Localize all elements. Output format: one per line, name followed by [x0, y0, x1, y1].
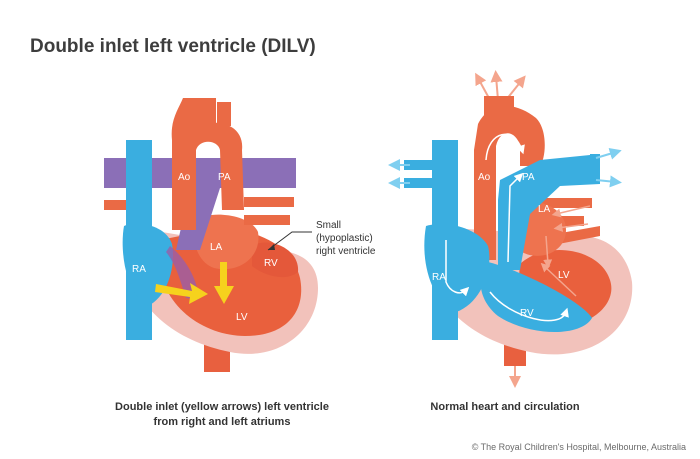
- label-rv-normal: RV: [520, 308, 534, 319]
- dilv-heart: Ao PA LA RA RV LV: [104, 98, 319, 372]
- label-lv: LV: [236, 312, 248, 323]
- callout-line: [267, 231, 312, 251]
- label-ra-normal: RA: [432, 272, 446, 283]
- callout-line-2: (hypoplastic): [316, 233, 373, 244]
- small-right-ventricle: [252, 242, 299, 278]
- label-rv: RV: [264, 258, 278, 269]
- caption-dilv-line-2: from right and left atriums: [153, 416, 291, 428]
- pa-normal: [498, 154, 600, 270]
- label-la-normal: LA: [538, 204, 551, 215]
- label-ra: RA: [132, 264, 146, 275]
- label-pa: PA: [218, 172, 231, 183]
- normal-heart: Ao PA LA RA RV LV: [388, 70, 633, 388]
- caption-dilv-line-1: Double inlet (yellow arrows) left ventri…: [115, 401, 329, 413]
- caption-normal: Normal heart and circulation: [430, 401, 580, 413]
- left-atrium: [193, 214, 259, 270]
- callout-line-3: right ventricle: [316, 246, 376, 257]
- caption-dilv: Double inlet (yellow arrows) left ventri…: [72, 400, 372, 430]
- aorta: [171, 98, 244, 230]
- label-ao: Ao: [178, 172, 191, 183]
- label-lv-normal: LV: [558, 270, 570, 281]
- ra-normal: [424, 224, 490, 312]
- page-title: Double inlet left ventricle (DILV): [30, 36, 316, 57]
- callout-hypoplastic-rv: Small (hypoplastic) right ventricle: [316, 219, 375, 258]
- label-pa-normal: PA: [522, 172, 535, 183]
- aorta-normal: [474, 105, 545, 260]
- copyright-notice: © The Royal Children's Hospital, Melbour…: [471, 442, 686, 452]
- callout-line-1: Small: [316, 220, 342, 231]
- inlet-arrow-right-atrium: [155, 283, 208, 304]
- inlet-arrow-left-atrium: [214, 262, 234, 304]
- label-ao-normal: Ao: [478, 172, 491, 183]
- label-la: LA: [210, 242, 223, 253]
